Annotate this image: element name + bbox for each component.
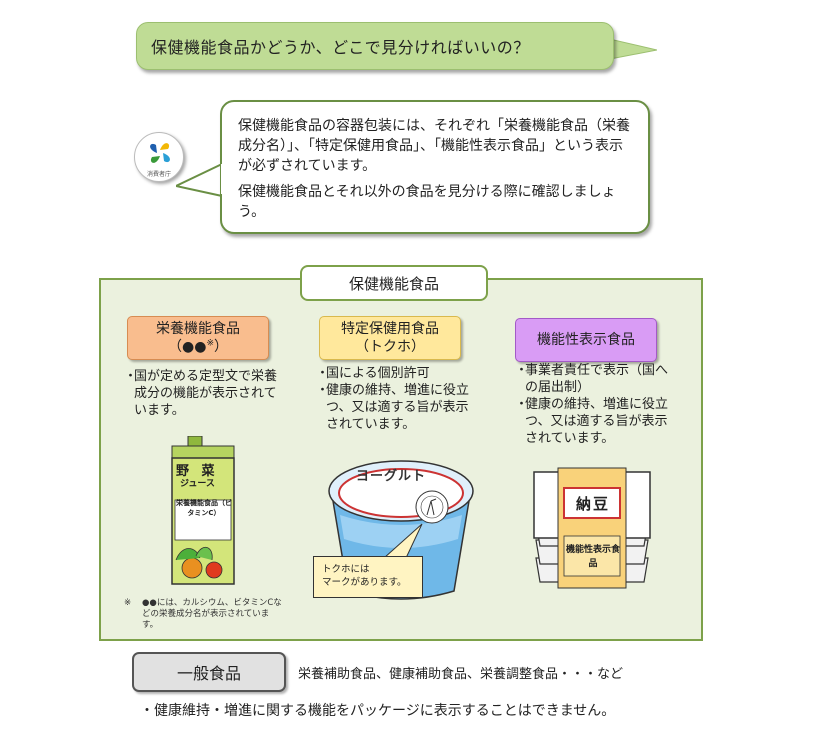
carton-text-yasai: 野 菜 <box>176 464 219 479</box>
category-description: ・国が定める定型文で栄養成分の機能が表示されています。 <box>124 369 278 418</box>
callout-joint <box>384 557 412 559</box>
answer-bubble: 保健機能食品の容器包装には、それぞれ「栄養機能食品（栄養成分名）」、「特定保健用… <box>220 100 650 234</box>
section-label: 保健機能食品 <box>300 265 488 301</box>
category-subtitle: （●●※） <box>168 338 228 355</box>
general-food-box: 一般食品 <box>132 652 286 692</box>
category-title: 機能性表示食品 <box>537 332 635 348</box>
consumer-affairs-agency-logo: 消費者庁 <box>134 132 184 182</box>
tail-joint <box>221 164 227 194</box>
category-description: ・国による個別許可 ・健康の維持、増進に役立つ、又は適する旨が表示されています。 <box>316 366 470 432</box>
yogurt-label: ヨーグルト <box>356 469 427 484</box>
callout-pointer <box>382 523 423 559</box>
general-food-note: ・健康維持・増進に関する機能をパッケージに表示することはできません。 <box>140 703 616 719</box>
answer-paragraph-1: 保健機能食品の容器包装には、それぞれ「栄養機能食品（栄養成分名）」、「特定保健用… <box>238 118 630 174</box>
answer-bubble-tail <box>176 163 223 197</box>
vegetable-juice-carton-icon <box>171 436 235 585</box>
carton-text-juice: ジュース <box>180 479 215 489</box>
category-title: 栄養機能食品 <box>156 321 240 337</box>
category-description: ・事業者責任で表示（国への届出制） ・健康の維持、増進に役立つ、又は適する旨が表… <box>515 363 669 446</box>
logo-icon <box>150 143 170 163</box>
question-text: 保健機能食品かどうか、どこで見分ければいいの？ <box>151 38 530 57</box>
natto-label: 納豆 <box>575 495 610 513</box>
category-nutrient-function-food: 栄養機能食品 （●●※） <box>127 316 269 360</box>
natto-claim-label: 機能性表示食品 <box>565 545 620 569</box>
tokuho-mark-callout: トクホには マークがあります。 <box>313 556 423 598</box>
question-bubble: 保健機能食品かどうか、どこで見分ければいいの？ <box>136 22 614 70</box>
general-food-examples: 栄養補助食品、健康補助食品、栄養調整食品・・・など <box>298 667 624 682</box>
category-foods-with-function-claims: 機能性表示食品 <box>515 318 657 362</box>
answer-paragraph-2: 保健機能食品とそれ以外の食品を見分ける際に確認しましょう。 <box>238 184 616 220</box>
category-foshu: 特定保健用食品 （トクホ） <box>319 316 461 360</box>
logo-text: 消費者庁 <box>146 171 171 178</box>
carton-text-claim: 栄養機能食品（ビタミンC） <box>176 499 232 517</box>
footnote: ※ ●●には、カルシウム、ビタミンCなどの栄養成分名が表示されています。 <box>124 598 282 630</box>
category-title: 特定保健用食品 <box>341 321 439 337</box>
natto-pack-icon <box>533 467 651 589</box>
general-food-label: 一般食品 <box>176 664 241 683</box>
category-subtitle: （トクホ） <box>355 339 425 355</box>
